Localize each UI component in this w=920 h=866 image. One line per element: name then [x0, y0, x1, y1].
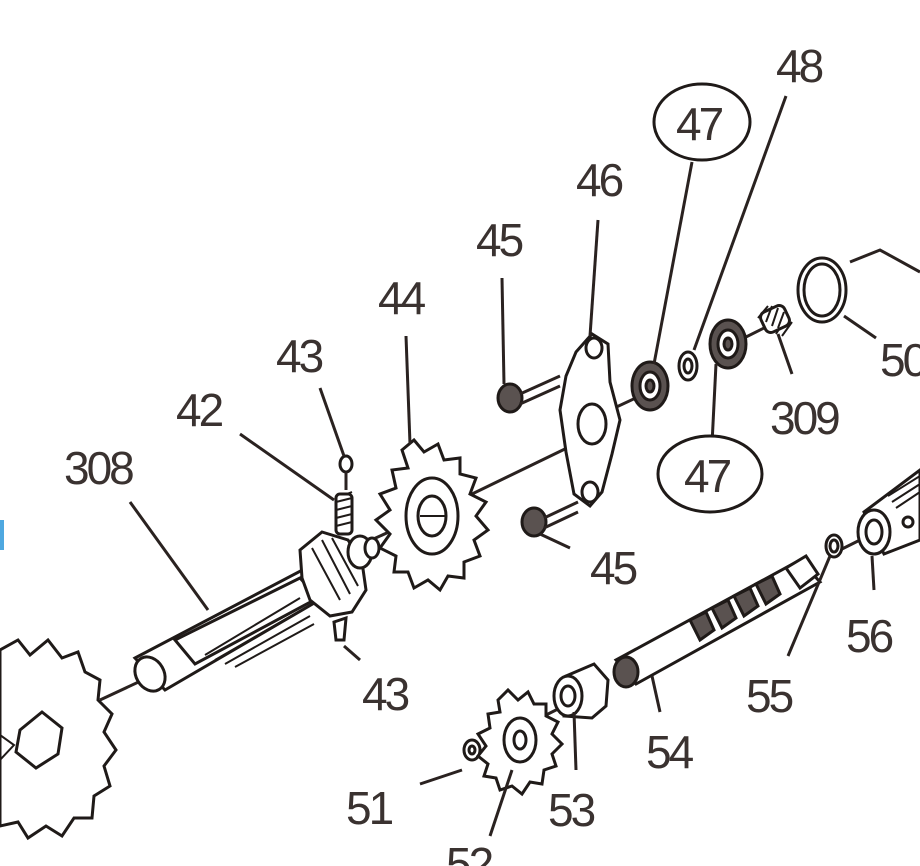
plate-46: [558, 332, 622, 509]
label-45-top: 45: [476, 214, 523, 266]
label-44: 44: [378, 272, 426, 324]
bolt-45-bottom: [520, 500, 579, 538]
label-54: 54: [646, 726, 694, 778]
label-42: 42: [176, 384, 223, 436]
label-56: 56: [846, 610, 893, 662]
pin-43-bottom: [332, 615, 348, 642]
left-sprocket: [0, 637, 118, 841]
label-46: 46: [576, 154, 623, 206]
label-50: 50: [880, 334, 920, 386]
label-47-top: 47: [676, 98, 723, 150]
o-ring-50: [796, 256, 848, 324]
pin-43-top: [338, 454, 354, 490]
bushing-53: [552, 662, 610, 720]
label-55: 55: [746, 670, 793, 722]
label-48: 48: [776, 40, 823, 92]
shaft-308: [132, 530, 381, 693]
callout-circle-47-bottom: [656, 434, 764, 514]
label-52: 52: [446, 838, 493, 866]
bearing-47-left: [630, 360, 670, 412]
label-45-bottom: 45: [590, 542, 637, 594]
label-308: 308: [64, 442, 133, 494]
sprocket-44: [373, 437, 491, 593]
washer-51: [462, 738, 482, 762]
bolt-45-top: [496, 374, 561, 414]
label-43-top: 43: [276, 330, 323, 382]
ring-48: [677, 350, 699, 382]
edge-accent: [0, 520, 4, 550]
spring-309: [757, 304, 793, 337]
label-51: 51: [346, 782, 393, 834]
sleeve-56: [856, 468, 920, 556]
label-43-bottom: 43: [362, 668, 409, 720]
bearing-47-right: [708, 318, 748, 370]
label-309: 309: [770, 392, 839, 444]
spring-42: [334, 491, 354, 536]
sprocket-52: [475, 687, 565, 797]
callout-circle-47-top: [652, 82, 752, 162]
clip-55: [824, 533, 844, 559]
label-53: 53: [548, 784, 595, 836]
leader-lines: [128, 95, 877, 837]
label-47-bottom: 47: [684, 450, 731, 502]
worm-shaft-54: [612, 553, 823, 689]
